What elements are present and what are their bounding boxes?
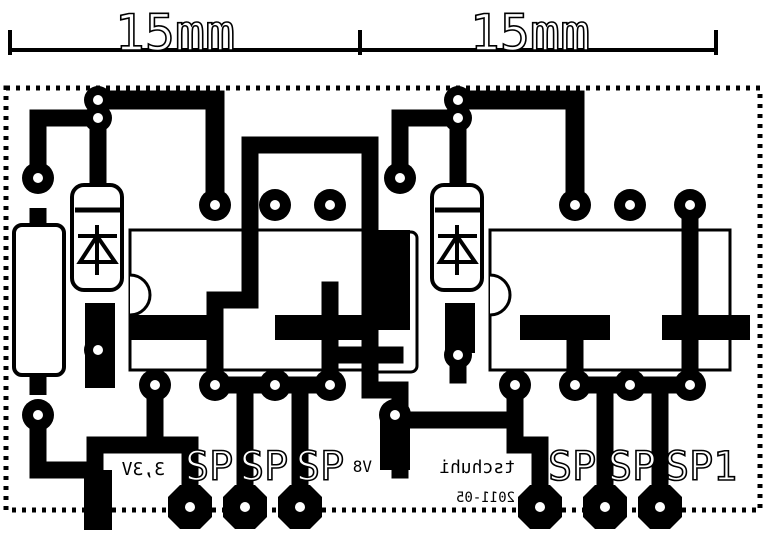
dimension-right: 15mm [360, 3, 718, 63]
right-connector-labels: SP SP SP1 [547, 443, 738, 491]
left-bottom-pad [84, 470, 112, 530]
sp-label-6: SP1 [665, 444, 737, 490]
sp-label-2: SP [240, 444, 288, 490]
round-pads [22, 86, 706, 431]
sp-label-1: SP [185, 444, 233, 490]
right-diode [430, 183, 484, 292]
dimension-left: 15mm [8, 3, 362, 63]
dimension-left-label: 15mm [115, 4, 235, 62]
left-ic-outline [128, 228, 372, 372]
left-diode [70, 183, 124, 292]
center-capacitor [370, 230, 419, 470]
sp-label-4: SP [548, 444, 596, 490]
left-resistor [12, 208, 66, 395]
v8-label: V8 [353, 457, 372, 476]
sp-label-3: SP [296, 444, 344, 490]
connector-pads [168, 485, 682, 529]
sp-label-5: SP [608, 444, 656, 490]
date-label: 2011-05 [456, 490, 515, 506]
board-outline [3, 85, 763, 513]
mirrored-labels: 3,3V V8 tschuhi 2011-05 [121, 457, 515, 506]
left-connector-labels: SP SP SP [184, 443, 345, 491]
dimension-right-label: 15mm [470, 4, 590, 62]
voltage-label: 3,3V [121, 459, 165, 480]
right-smd-pads [385, 245, 750, 353]
right-ic-outline [488, 228, 732, 372]
author-label: tschuhi [439, 457, 515, 478]
